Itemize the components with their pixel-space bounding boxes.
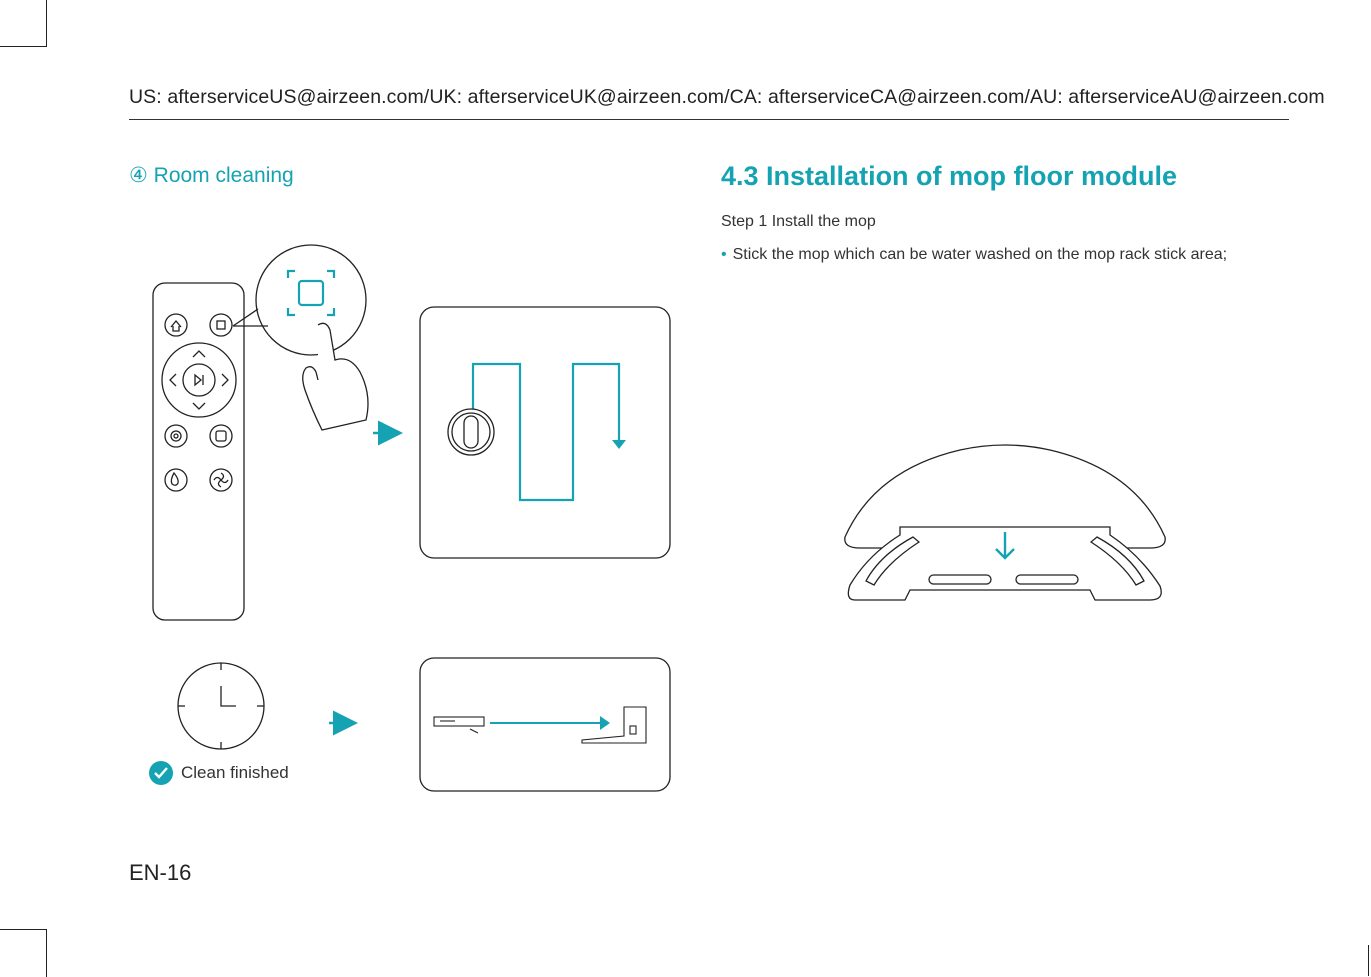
clean-finished-label: Clean finished [181,763,289,783]
charging-dock [582,707,646,743]
direction-pad [162,343,236,417]
page-number: EN-16 [129,860,191,886]
home-icon [165,314,187,336]
cleaning-path-panel [420,307,670,558]
mop-module [845,445,1165,600]
check-circle-icon [149,761,173,785]
fan-icon [210,469,232,491]
return-dock-panel [420,658,670,791]
robot-vacuum [448,409,494,455]
robot-side-view [434,717,484,733]
spot-clean-icon [210,314,232,336]
remote-control [153,283,244,620]
water-drop-icon [165,469,187,491]
edge-clean-icon [210,425,232,447]
clock-icon [178,663,264,749]
play-pause-icon [195,375,203,385]
spiral-icon [165,425,187,447]
zoom-bubble [233,245,368,430]
